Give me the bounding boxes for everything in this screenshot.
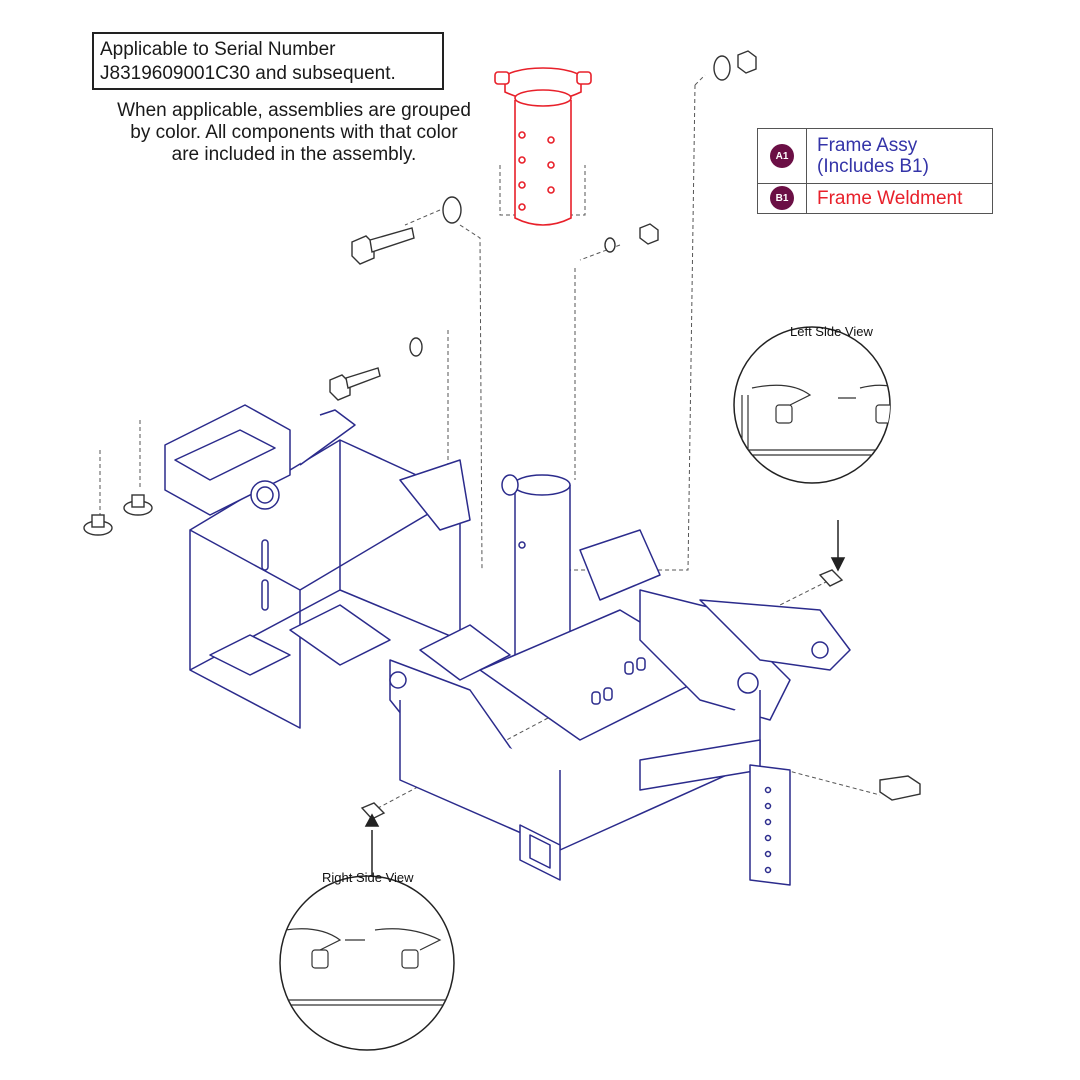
badge-a1: A1 xyxy=(770,144,794,168)
serial-line-1: Applicable to Serial Number xyxy=(100,39,336,60)
legend-row-b1[interactable]: B1 Frame Weldment xyxy=(758,183,992,213)
grouping-line-1: When applicable, assemblies are grouped xyxy=(117,100,471,121)
serial-line-2: J8319609001C30 and subsequent. xyxy=(100,63,396,84)
legend-label-b1: Frame Weldment xyxy=(817,187,963,209)
hardware xyxy=(83,50,921,820)
legend-a1-line1: Frame Assy xyxy=(817,135,918,156)
grouping-line-3: are included in the assembly. xyxy=(171,144,417,165)
serial-number-box: Applicable to Serial Number J8319609001C… xyxy=(92,32,444,90)
frame-weldment-tube xyxy=(494,67,592,226)
badge-b1: B1 xyxy=(770,186,794,210)
legend-label-a1: Frame Assy (Includes B1) xyxy=(807,135,929,177)
legend-a1-line2: (Includes B1) xyxy=(817,156,929,177)
legend-row-a1[interactable]: A1 Frame Assy (Includes B1) xyxy=(758,129,992,184)
frame-assembly xyxy=(164,404,851,886)
left-side-view-label: Left Side View xyxy=(790,324,873,339)
right-side-view-callout xyxy=(279,813,455,1051)
legend-badge-cell: B1 xyxy=(758,183,807,213)
legend-badge-cell: A1 xyxy=(758,129,807,183)
grouping-note: When applicable, assemblies are grouped … xyxy=(88,100,500,166)
right-side-view-label: Right Side View xyxy=(322,870,414,885)
grouping-line-2: by color. All components with that color xyxy=(130,122,458,143)
assembly-legend: A1 Frame Assy (Includes B1) B1 Frame Wel… xyxy=(757,128,993,214)
left-side-view-callout xyxy=(733,326,891,572)
